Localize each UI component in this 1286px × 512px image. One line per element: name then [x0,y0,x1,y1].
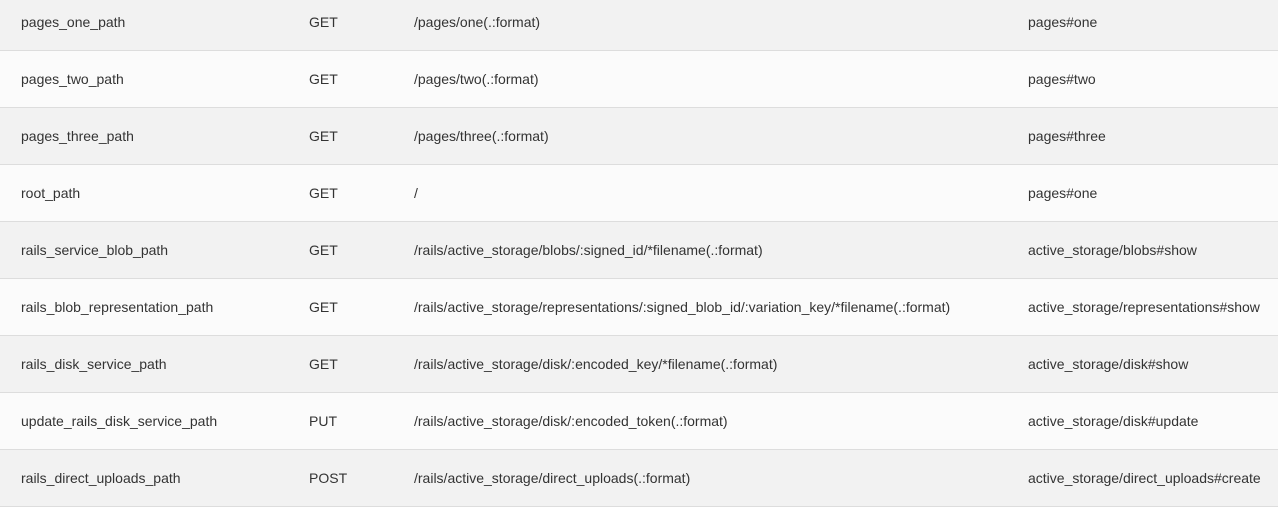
route-action: active_storage/blobs#show [1028,221,1278,279]
route-path: /rails/active_storage/representations/:s… [414,278,1028,336]
route-helper: rails_blob_representation_path [0,278,309,336]
table-row: pages_two_path GET /pages/two(.:format) … [0,50,1278,108]
route-verb: PUT [309,392,414,450]
route-path-text: /pages/three(.:format) [414,128,549,144]
route-verb: GET [309,50,414,108]
route-path: /pages/two(.:format) [414,50,1028,108]
route-helper: rails_disk_service_path [0,335,309,393]
route-action-text: active_storage/direct_uploads#create [1028,470,1261,486]
route-helper-text: update_rails_disk_service_path [21,413,218,429]
route-helper-text: rails_blob_representation_path [21,299,214,315]
route-verb-text: PUT [309,413,337,429]
route-action: active_storage/representations#show [1028,278,1278,336]
route-action-text: pages#one [1028,14,1098,30]
route-verb-text: GET [309,185,338,201]
route-path-text: /rails/active_storage/blobs/:signed_id/*… [414,242,763,258]
route-action-text: active_storage/disk#show [1028,356,1189,372]
route-verb-text: GET [309,71,338,87]
route-action: pages#one [1028,0,1278,51]
route-path: / [414,164,1028,222]
route-verb: GET [309,278,414,336]
route-action-text: active_storage/disk#update [1028,413,1199,429]
route-helper: update_rails_disk_service_path [0,392,309,450]
route-path: /rails/active_storage/disk/:encoded_toke… [414,392,1028,450]
table-row: pages_three_path GET /pages/three(.:form… [0,107,1278,165]
route-action-text: pages#two [1028,71,1096,87]
table-row: rails_blob_representation_path GET /rail… [0,278,1278,336]
route-action: active_storage/disk#update [1028,392,1278,450]
route-path-text: / [414,185,418,201]
route-path-text: /rails/active_storage/disk/:encoded_toke… [414,413,728,429]
route-verb-text: GET [309,242,338,258]
route-path: /rails/active_storage/blobs/:signed_id/*… [414,221,1028,279]
route-helper-text: pages_one_path [21,14,126,30]
route-helper-text: root_path [21,185,81,201]
route-helper: pages_two_path [0,50,309,108]
route-verb-text: GET [309,128,338,144]
table-row: root_path GET / pages#one [0,164,1278,222]
route-path: /rails/active_storage/disk/:encoded_key/… [414,335,1028,393]
route-helper: pages_three_path [0,107,309,165]
route-path-text: /pages/one(.:format) [414,14,541,30]
route-helper-text: pages_three_path [21,128,134,144]
route-path-text: /rails/active_storage/disk/:encoded_key/… [414,356,778,372]
table-row: rails_disk_service_path GET /rails/activ… [0,335,1278,393]
route-verb: GET [309,107,414,165]
route-action: active_storage/disk#show [1028,335,1278,393]
route-verb: POST [309,449,414,507]
route-action-text: active_storage/representations#show [1028,299,1260,315]
route-action-text: pages#three [1028,128,1106,144]
route-verb: GET [309,335,414,393]
route-helper: root_path [0,164,309,222]
route-action: active_storage/direct_uploads#create [1028,449,1278,507]
route-action: pages#one [1028,164,1278,222]
table-row: update_rails_disk_service_path PUT /rail… [0,392,1278,450]
route-action: pages#two [1028,50,1278,108]
route-action-text: active_storage/blobs#show [1028,242,1197,258]
route-verb: GET [309,0,414,51]
table-row: rails_direct_uploads_path POST /rails/ac… [0,449,1278,507]
route-path-text: /pages/two(.:format) [414,71,539,87]
route-verb-text: GET [309,14,338,30]
route-helper-text: rails_direct_uploads_path [21,470,181,486]
route-verb-text: GET [309,356,338,372]
table-row: pages_one_path GET /pages/one(.:format) … [0,0,1278,51]
route-path: /rails/active_storage/direct_uploads(.:f… [414,449,1028,507]
route-verb-text: POST [309,470,348,486]
route-path: /pages/three(.:format) [414,107,1028,165]
route-verb: GET [309,164,414,222]
route-path-text: /rails/active_storage/representations/:s… [414,299,951,315]
route-helper: rails_service_blob_path [0,221,309,279]
route-helper-text: rails_service_blob_path [21,242,169,258]
route-helper-text: rails_disk_service_path [21,356,167,372]
route-action: pages#three [1028,107,1278,165]
route-verb-text: GET [309,299,338,315]
route-path: /pages/one(.:format) [414,0,1028,51]
route-verb: GET [309,221,414,279]
route-helper: rails_direct_uploads_path [0,449,309,507]
route-helper-text: pages_two_path [21,71,124,87]
table-row: rails_service_blob_path GET /rails/activ… [0,221,1278,279]
route-path-text: /rails/active_storage/direct_uploads(.:f… [414,470,691,486]
route-helper: pages_one_path [0,0,309,51]
route-action-text: pages#one [1028,185,1098,201]
